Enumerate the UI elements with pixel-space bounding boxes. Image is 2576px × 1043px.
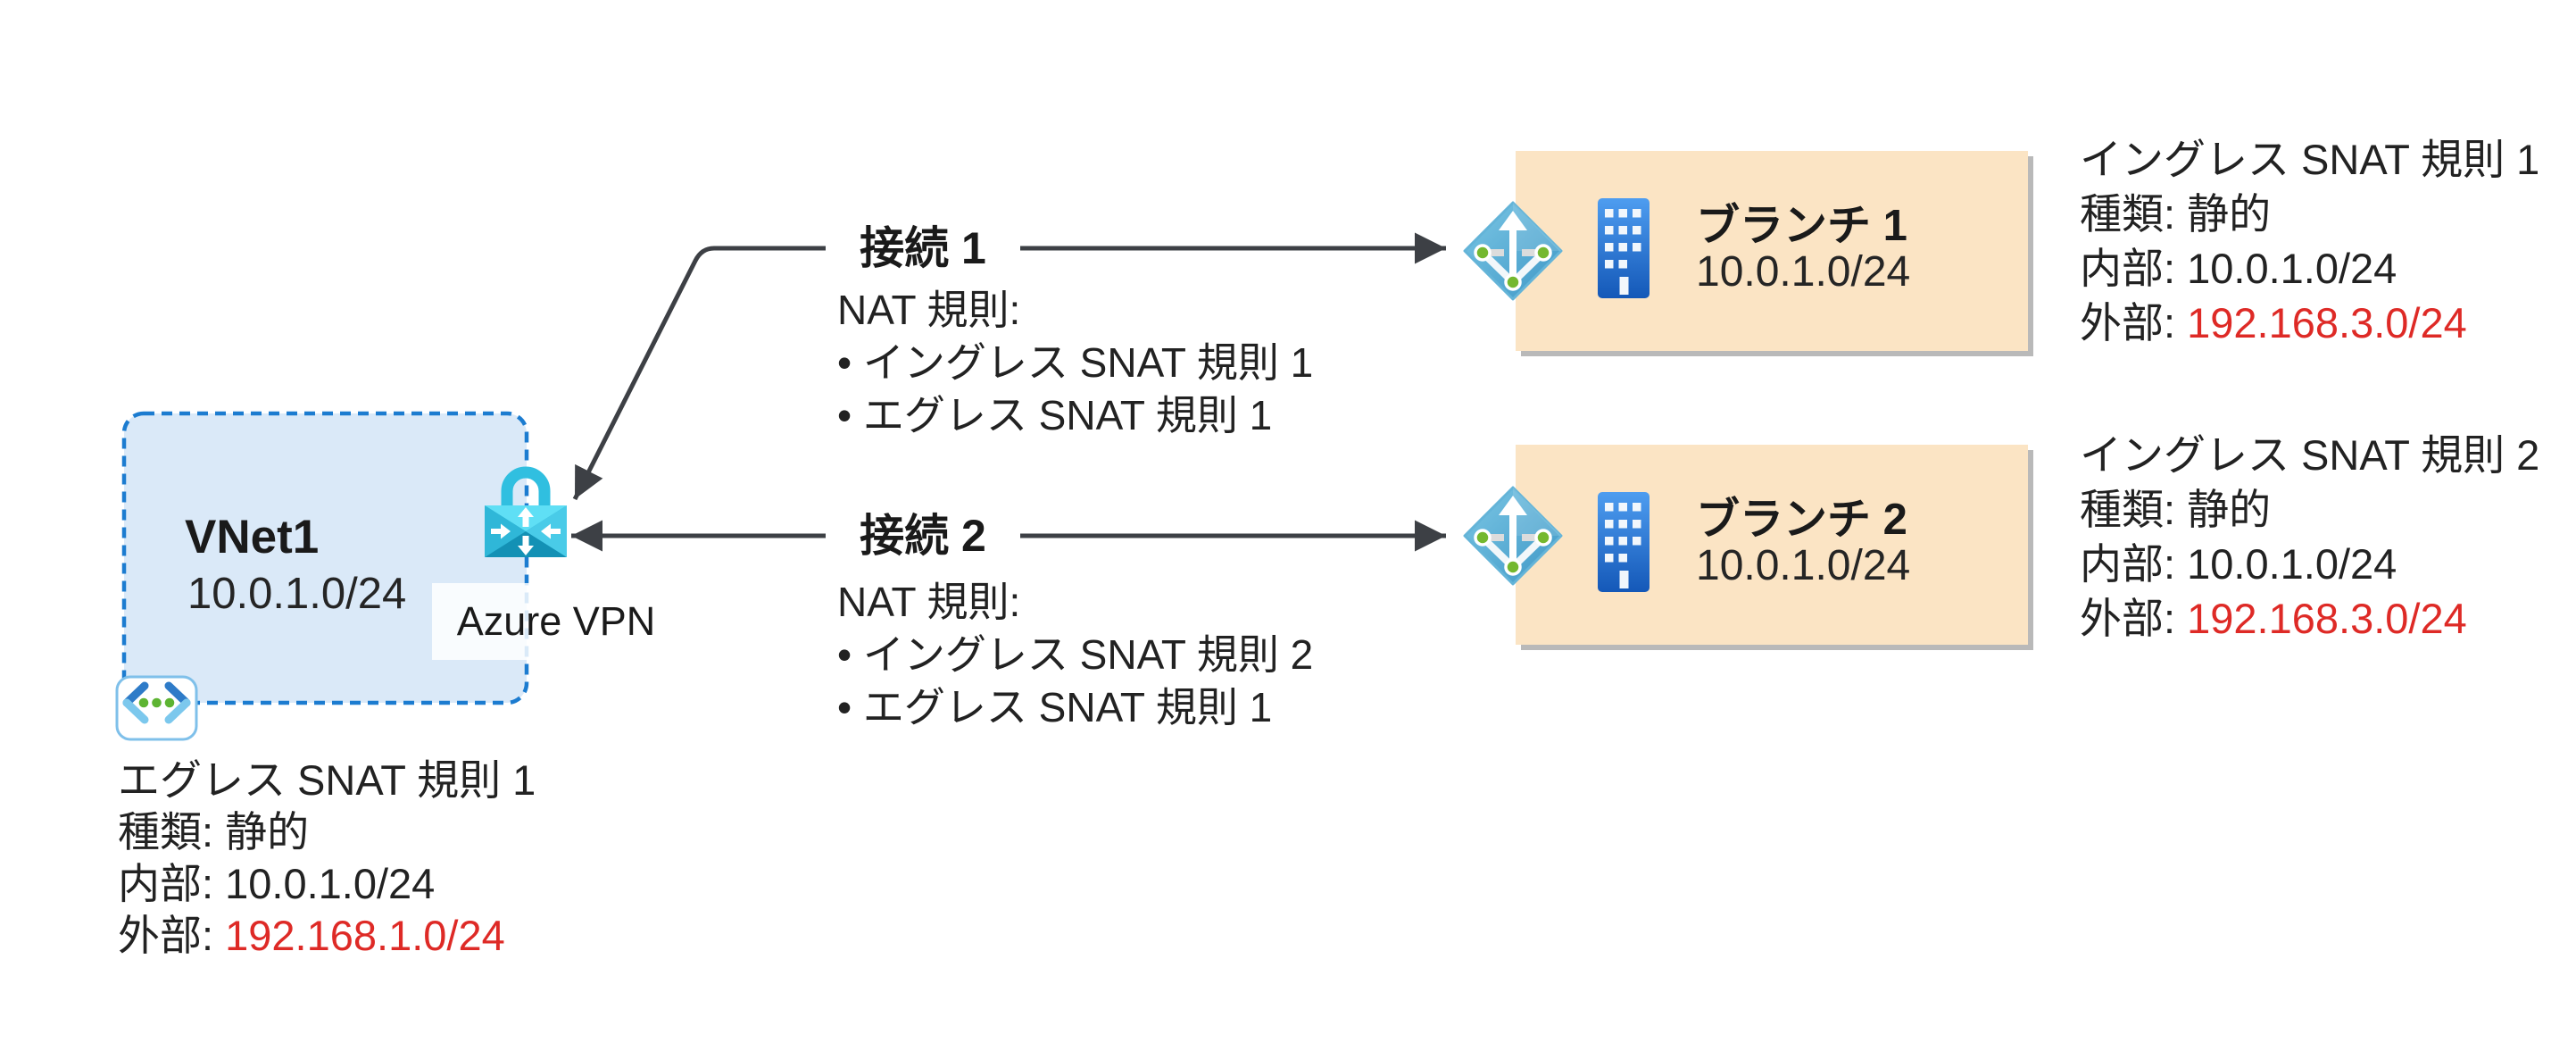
nat-rule-item: • エグレス SNAT 規則 1 — [837, 392, 1273, 438]
nat-rules-header: NAT 規則: — [837, 287, 1021, 333]
rule-external-label: 外部: — [2080, 595, 2188, 642]
building-icon — [1598, 198, 1649, 298]
rule-internal: 内部: 10.0.1.0/24 — [2080, 540, 2397, 588]
rule-external: 外部: 192.168.1.0/24 — [118, 910, 536, 962]
rule-type: 種類: 静的 — [2080, 190, 2272, 238]
connection1-nat-rules: NAT 規則: • イングレス SNAT 規則 1 • エグレス SNAT 規則… — [837, 284, 1313, 442]
connection2-label: 接続 2 — [826, 507, 1020, 564]
rule-external-label: 外部: — [118, 912, 226, 959]
branch2-name: ブランチ 2 — [1696, 496, 1907, 544]
vnet-icon — [115, 675, 198, 741]
nat-rules-header: NAT 規則: — [837, 579, 1021, 625]
egress-snat-rule-note: エグレス SNAT 規則 1 種類: 静的 内部: 10.0.1.0/24 外部… — [118, 755, 536, 962]
branch1-name: ブランチ 1 — [1696, 202, 1907, 250]
rule-title: イングレス SNAT 規則 1 — [2080, 136, 2540, 183]
rule-internal: 内部: 10.0.1.0/24 — [118, 860, 436, 907]
nat-rule-item: • イングレス SNAT 規則 2 — [837, 631, 1314, 678]
vnet-boundary-box — [121, 411, 529, 705]
rule-external-value: 192.168.3.0/24 — [2187, 595, 2467, 642]
rule-type: 種類: 静的 — [2080, 486, 2272, 533]
ingress-snat-rule2-note: イングレス SNAT 規則 2 種類: 静的 内部: 10.0.1.0/24 外… — [2080, 428, 2539, 646]
nat-rule-item: • イングレス SNAT 規則 1 — [837, 339, 1314, 386]
vnet-cidr: 10.0.1.0/24 — [187, 570, 407, 618]
rule-external: 外部: 192.168.3.0/24 — [2080, 591, 2539, 646]
gateway-label: Azure VPN — [432, 583, 680, 660]
branch1-cidr: 10.0.1.0/24 — [1696, 248, 1911, 296]
nat-rule-item: • エグレス SNAT 規則 1 — [837, 684, 1273, 730]
building-icon — [1598, 492, 1649, 592]
branch2-cidr: 10.0.1.0/24 — [1696, 542, 1911, 589]
connection2-nat-rules: NAT 規則: • イングレス SNAT 規則 2 • エグレス SNAT 規則… — [837, 576, 1313, 734]
rule-title: イングレス SNAT 規則 2 — [2080, 431, 2540, 479]
rule-external-value: 192.168.3.0/24 — [2187, 299, 2467, 346]
ingress-snat-rule1-note: イングレス SNAT 規則 1 種類: 静的 内部: 10.0.1.0/24 外… — [2080, 132, 2539, 350]
vpn-site-icon — [1463, 486, 1563, 586]
rule-external: 外部: 192.168.3.0/24 — [2080, 296, 2539, 350]
connection1-line — [572, 232, 1446, 501]
rule-internal: 内部: 10.0.1.0/24 — [2080, 245, 2397, 292]
vnet-name: VNet1 — [185, 511, 320, 563]
rule-title: エグレス SNAT 規則 1 — [118, 756, 536, 804]
rule-external-value: 192.168.1.0/24 — [225, 912, 505, 959]
rule-external-label: 外部: — [2080, 299, 2188, 346]
vpn-gateway-icon — [485, 466, 567, 557]
connection1-label: 接続 1 — [826, 220, 1020, 277]
rule-type: 種類: 静的 — [118, 808, 310, 855]
vpn-site-icon — [1463, 201, 1563, 301]
